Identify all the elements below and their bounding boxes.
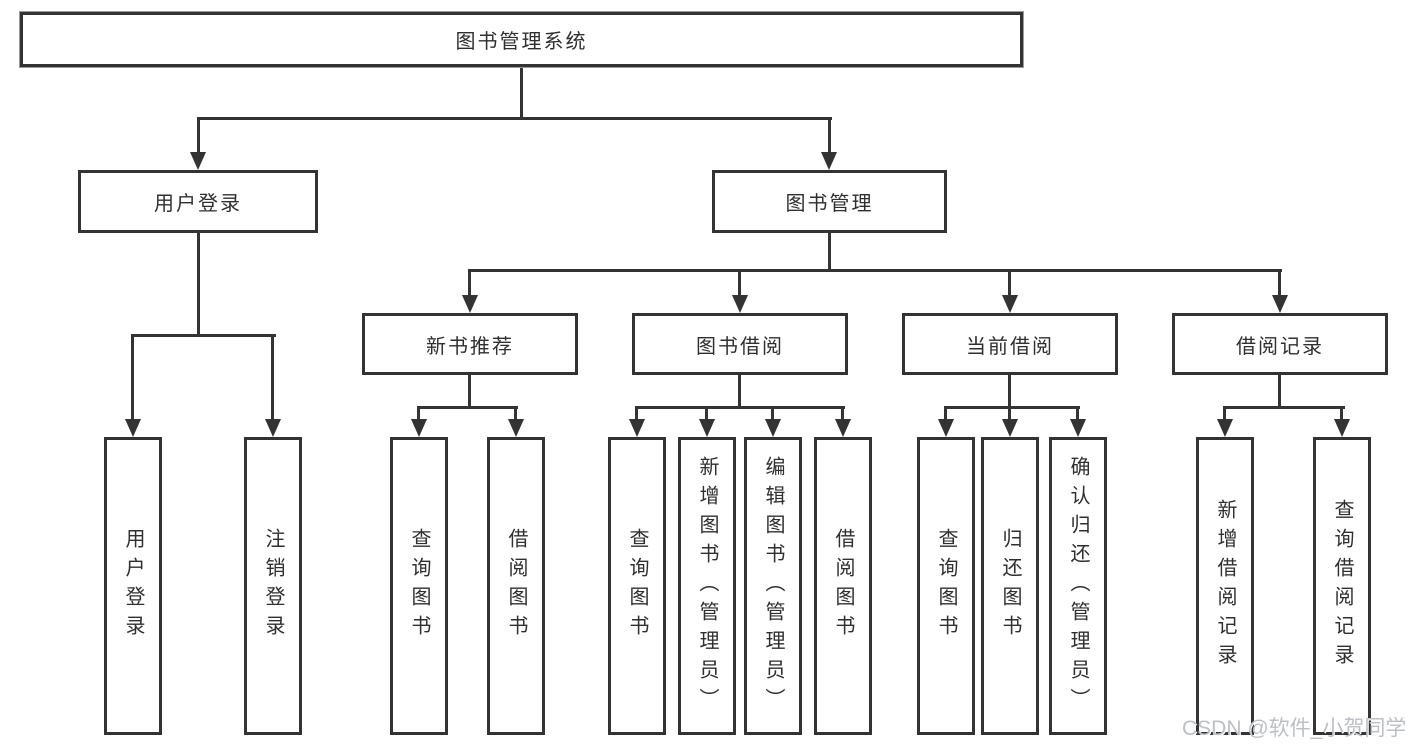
leaf-records-query-record: 查询借阅记录 [1313, 437, 1371, 735]
leaf-current-return-books-label: 归还图书 [999, 528, 1021, 644]
arrow-down-icon [699, 419, 715, 437]
leaf-borrow-query-books-label: 查询图书 [626, 528, 648, 644]
node-borrow-records-label: 借阅记录 [1236, 335, 1324, 358]
leaf-records-add-record: 新增借阅记录 [1196, 437, 1254, 735]
connector-recommend-horizontal [417, 406, 518, 409]
leaf-current-query-books: 查询图书 [917, 437, 975, 735]
leaf-user-login: 用户登录 [104, 437, 162, 735]
connector-leaf [771, 406, 774, 422]
leaf-borrow-edit-books-admin: 编辑图书（管理员） [744, 437, 802, 735]
arrow-down-icon [265, 419, 281, 437]
connector-book-mgmt-drop [828, 233, 831, 272]
leaf-current-confirm-return-admin: 确认归还（管理员） [1049, 437, 1107, 735]
arrow-down-icon [1002, 295, 1018, 313]
arrow-down-icon [938, 419, 954, 437]
leaf-borrow-borrow-books: 借阅图书 [814, 437, 872, 735]
node-current-borrow: 当前借阅 [902, 313, 1118, 375]
arrow-down-icon [1272, 295, 1288, 313]
connector-leaf [1340, 406, 1343, 422]
connector-leaf [514, 406, 517, 422]
connector-records-drop [1278, 375, 1281, 409]
leaf-borrow-borrow-books-label: 借阅图书 [832, 528, 854, 644]
arrow-down-icon [411, 419, 427, 437]
leaf-records-add-record-label: 新增借阅记录 [1214, 499, 1236, 673]
node-book-borrow-label: 图书借阅 [696, 335, 784, 358]
connector-root-drop [520, 67, 523, 120]
connector-leaf [944, 406, 947, 422]
connector-user-login-drop [197, 233, 200, 337]
arrow-down-icon [1217, 419, 1233, 437]
connector-to-recommend [468, 269, 471, 297]
arrow-down-icon [629, 419, 645, 437]
leaf-borrow-query-books: 查询图书 [608, 437, 666, 735]
node-user-login-label: 用户登录 [154, 193, 242, 215]
leaf-logout-login: 注销登录 [244, 437, 302, 735]
connector-to-current [1008, 269, 1011, 297]
connector-leaf [1008, 406, 1011, 422]
node-new-book-recommend: 新书推荐 [362, 313, 578, 375]
leaf-recommend-borrow-books-label: 借阅图书 [505, 528, 527, 644]
node-borrow-records: 借阅记录 [1172, 313, 1388, 375]
connector-borrow-horizontal [635, 406, 845, 409]
arrow-down-icon [125, 419, 141, 437]
leaf-borrow-add-books-admin-label: 新增图书（管理员） [696, 455, 718, 717]
arrow-down-icon [821, 152, 837, 170]
node-library-system-label: 图书管理系统 [455, 31, 588, 53]
leaf-records-query-record-label: 查询借阅记录 [1331, 499, 1353, 673]
leaf-borrow-edit-books-admin-label: 编辑图书（管理员） [762, 455, 784, 717]
arrow-down-icon [1334, 419, 1350, 437]
csdn-watermark: CSDN @软件_小贺同学 [1182, 717, 1405, 740]
node-new-book-recommend-label: 新书推荐 [426, 335, 514, 358]
connector-to-borrow [738, 269, 741, 297]
connector-leaf [841, 406, 844, 422]
arrow-down-icon [732, 295, 748, 313]
connector-to-book-mgmt [828, 117, 831, 155]
connector-borrow-drop [738, 375, 741, 409]
node-book-borrow: 图书借阅 [632, 313, 848, 375]
connector-leaf [417, 406, 420, 422]
connector-to-leaf-login [131, 334, 134, 420]
leaf-logout-login-label: 注销登录 [262, 528, 284, 644]
connector-leaf [635, 406, 638, 422]
node-library-system: 图书管理系统 [20, 12, 1023, 67]
connector-current-drop [1008, 375, 1011, 409]
connector-to-leaf-logout [271, 334, 274, 420]
connector-level2-horizontal [197, 117, 832, 120]
connector-to-records [1278, 269, 1281, 297]
leaf-recommend-borrow-books: 借阅图书 [487, 437, 545, 735]
leaf-recommend-query-books-label: 查询图书 [408, 528, 430, 644]
arrow-down-icon [508, 419, 524, 437]
leaf-borrow-add-books-admin: 新增图书（管理员） [678, 437, 736, 735]
connector-current-horizontal [944, 406, 1080, 409]
arrow-down-icon [462, 295, 478, 313]
arrow-down-icon [190, 152, 206, 170]
leaf-current-query-books-label: 查询图书 [935, 528, 957, 644]
connector-records-horizontal [1223, 406, 1345, 409]
connector-level3-horizontal [468, 269, 1282, 272]
leaf-current-return-books: 归还图书 [981, 437, 1039, 735]
leaf-recommend-query-books: 查询图书 [390, 437, 448, 735]
connector-leaf [1076, 406, 1079, 422]
leaf-current-confirm-return-admin-label: 确认归还（管理员） [1067, 455, 1089, 717]
connector-recommend-drop [468, 375, 471, 409]
arrow-down-icon [835, 419, 851, 437]
arrow-down-icon [765, 419, 781, 437]
connector-leaf [1223, 406, 1226, 422]
node-current-borrow-label: 当前借阅 [966, 335, 1054, 358]
connector-to-user-login [197, 117, 200, 155]
arrow-down-icon [1070, 419, 1086, 437]
arrow-down-icon [1002, 419, 1018, 437]
connector-user-login-horizontal [131, 334, 276, 337]
leaf-user-login-label: 用户登录 [122, 528, 144, 644]
node-user-login: 用户登录 [78, 170, 318, 233]
node-book-mgmt: 图书管理 [712, 170, 947, 233]
connector-leaf [705, 406, 708, 422]
node-book-mgmt-label: 图书管理 [785, 193, 874, 215]
